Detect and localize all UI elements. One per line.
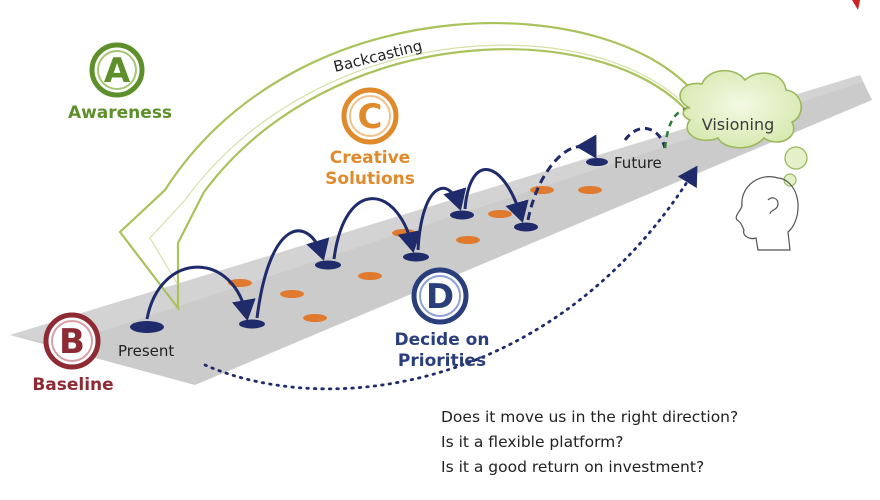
badge-a-label: Awareness [68,103,172,123]
dotted-arc [203,165,698,391]
question-3: Is it a good return on investment? [441,458,704,476]
step-mark [514,222,538,232]
road [10,75,872,385]
badge-c-label-line2: Solutions [325,169,415,189]
badge-c: C Creative Solutions [325,87,415,189]
orange-mark [392,229,416,237]
corner-mark [852,0,860,10]
hop-arc [416,186,467,251]
badge-b-label: Baseline [32,375,113,395]
future-label: Future [614,154,662,172]
visioning-label: Visioning [702,115,775,134]
badge-a: A Awareness [68,42,172,123]
orange-mark [280,290,304,298]
orange-mark [303,314,327,322]
badge-d-label-line2: Priorities [398,351,486,371]
badge-b: B Baseline [32,312,114,395]
present-label: Present [118,342,174,360]
badge-c-label-line1: Creative [330,148,410,168]
step-mark [403,252,429,262]
orange-mark [578,186,602,194]
backcasting-arrow [118,22,702,312]
hop-arc-dashed [526,134,597,221]
hop-arc [463,168,529,223]
step-mark-future [586,158,608,166]
step-mark-present [130,321,164,333]
cloud-shape [679,69,802,149]
question-2: Is it a flexible platform? [441,433,624,451]
hop-arc [145,265,256,321]
question-1: Does it move us in the right direction? [441,408,738,426]
badge-c-letter: C [358,97,383,137]
hop-arc [255,229,330,319]
backcasting-arrow-inner [149,44,691,286]
badge-d: D Decide on Priorities [395,267,490,371]
step-mark [239,319,265,329]
hop-arc-dashed [623,127,667,149]
orange-mark [488,210,512,218]
badge-d-letter: D [426,277,454,317]
orange-mark [456,236,480,244]
badge-a-letter: A [104,51,131,91]
step-mark [450,210,474,220]
hop-arc [332,197,422,260]
badge-d-label-line1: Decide on [395,330,490,350]
road-shade [10,75,862,345]
orange-mark [530,186,554,194]
navy-step-marks [130,158,608,333]
thought-bubble [784,146,808,170]
step-mark [315,260,341,270]
visioning-cloud [679,69,808,187]
orange-mark [358,272,382,280]
thinking-head-icon [735,176,799,251]
badge-b-letter: B [59,322,85,362]
